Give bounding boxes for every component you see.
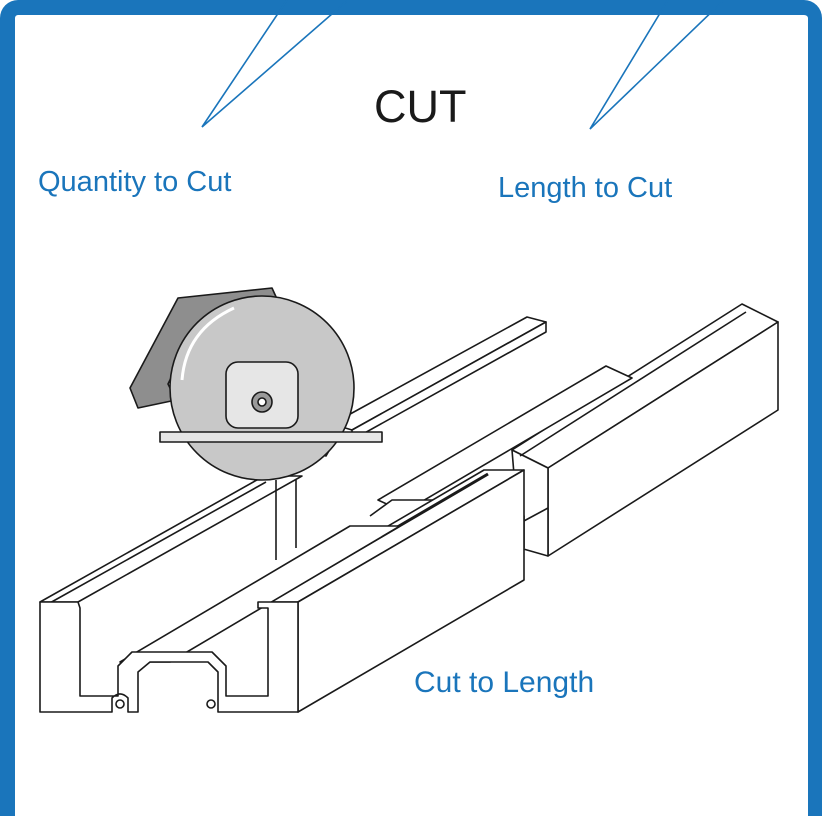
circular-saw (129, 287, 383, 481)
cut-to-length-caption: Cut to Length (414, 666, 595, 699)
quantity-to-cut-callout: Quantity to Cut (38, 166, 232, 198)
front-trunking-section (39, 469, 525, 713)
quantity-pointer-lines (201, 0, 349, 128)
saw-base-plate (159, 431, 383, 443)
length-pointer-lines (589, 0, 725, 130)
length-to-cut-callout: Length to Cut (498, 172, 673, 204)
page-title: CUT (374, 81, 467, 132)
